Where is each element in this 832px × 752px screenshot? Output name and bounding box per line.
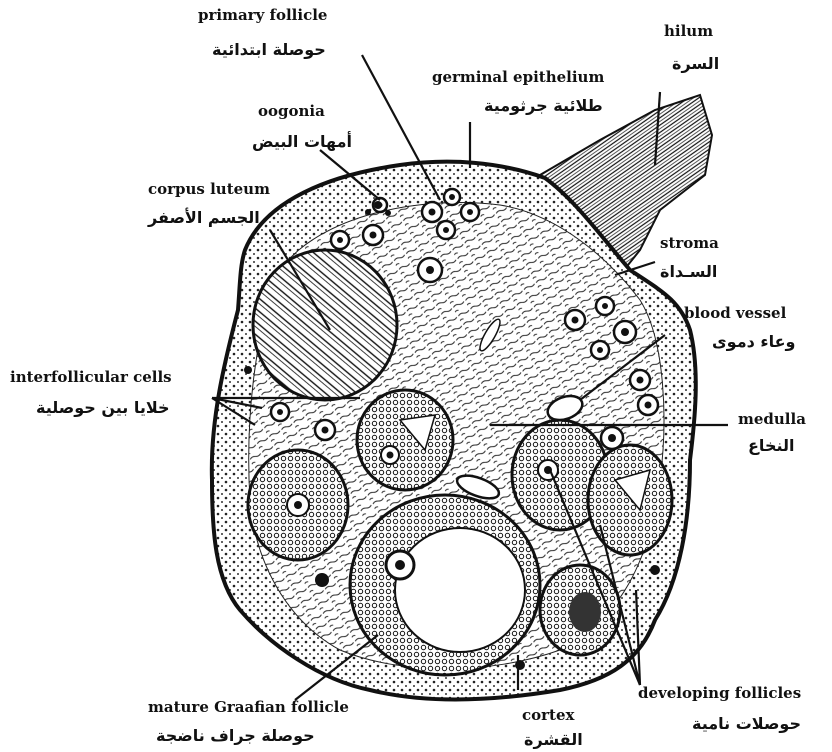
germinal-epithelium-label: germinal epithelium (432, 70, 604, 85)
interfollicular-cells-label: interfollicular cells (10, 370, 172, 385)
hilum-label-ar: السرة (672, 56, 719, 72)
medulla-label-ar: النخاع (748, 438, 795, 454)
mature-graafian-follicle-label-ar: حوصلة جراف ناضجة (156, 728, 315, 744)
developing-follicles-label-ar: حوصلات نامية (692, 716, 801, 732)
stroma-label: stroma (660, 236, 719, 251)
blood-vessel-label: blood vessel (684, 306, 786, 321)
corpus-luteum-shape (253, 250, 397, 400)
corpus-luteum-label-ar: الجسم الأصفر (148, 210, 260, 226)
cortex-label-ar: القشرة (524, 732, 583, 748)
medulla-label: medulla (738, 412, 806, 427)
stroma-label-ar: السـداة (660, 264, 717, 280)
primary-follicle-label: primary follicle (198, 8, 327, 23)
developing-follicle-center (357, 390, 453, 490)
hilum-label: hilum (664, 24, 713, 39)
corpus-luteum-label: corpus luteum (148, 182, 270, 197)
interfollicular-cells-label-ar: خلايا بين حوصلية (36, 400, 170, 416)
mature-graafian-follicle-label: mature Graafian follicle (148, 700, 349, 715)
blood-vessel-label-ar: وعاء دموى (712, 334, 795, 350)
graafian-follicle-antrum (395, 528, 525, 652)
oogonia-label-ar: أمهات البيض (252, 134, 352, 150)
cortex-label: cortex (522, 708, 574, 723)
developing-follicle-right-2 (588, 445, 672, 555)
developing-follicles-label: developing follicles (638, 686, 801, 701)
germinal-epithelium-label-ar: طلائية جرثومية (484, 98, 603, 114)
primary-follicle-label-ar: حوصلة ابتدائية (212, 42, 326, 58)
oogonia-label: oogonia (258, 104, 325, 119)
